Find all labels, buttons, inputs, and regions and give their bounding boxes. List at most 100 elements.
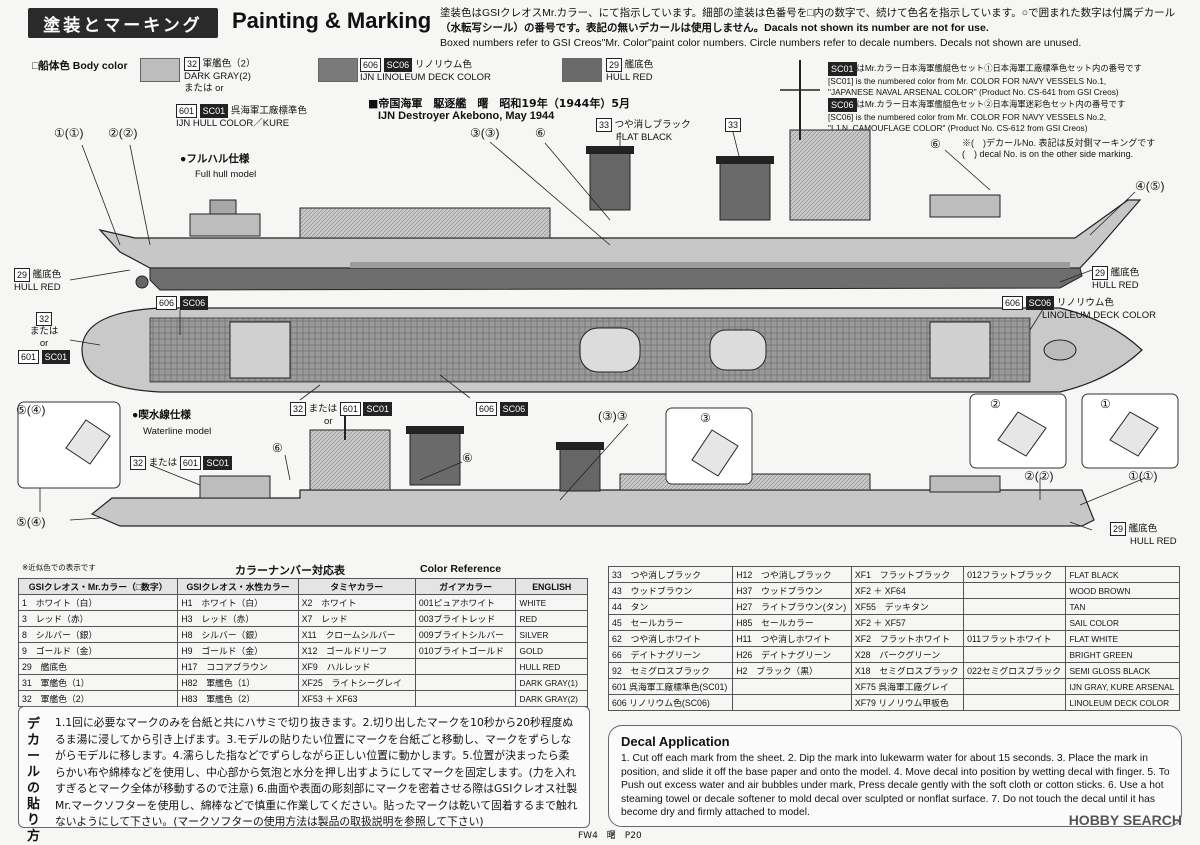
column-header: タミヤカラー	[297, 578, 416, 595]
lino-callout-mid: 606 SC06	[476, 402, 529, 416]
table-cell: H2 ブラック（黒）	[732, 662, 852, 679]
sc-number-box: SC01	[41, 350, 71, 364]
table-cell: SEMI GLOSS BLACK	[1065, 662, 1180, 679]
decal-inset-callouts	[17, 393, 1179, 489]
table-cell	[963, 678, 1067, 695]
table-cell: RED	[515, 610, 588, 627]
rear-turret-top	[229, 321, 291, 379]
table-title-jp: カラーナンバー対応表	[235, 564, 345, 577]
table-cell: 44 タン	[607, 598, 734, 615]
paint-number-box: 606	[156, 296, 178, 310]
table-cell: TAN	[1065, 598, 1180, 615]
decal-callout-6b: ⑥	[930, 137, 941, 151]
table-cell: X18 セミグロスブラック	[850, 662, 965, 679]
sc06-en-2: "I.J.N. CAMOUFLAGE COLOR" (Product No. C…	[828, 122, 1088, 133]
table-cell	[414, 658, 517, 675]
decal-callout-1-wl: ①(①)	[1128, 469, 1158, 483]
table-cell: 33 つや消しブラック	[607, 566, 734, 583]
wl-fore-turret	[199, 475, 271, 499]
wl-rear-turret	[929, 475, 1001, 493]
table-cell: X2 ホワイト	[297, 594, 416, 611]
bow-anchor-deck	[1043, 339, 1077, 361]
paint-number-box: 33	[596, 118, 613, 132]
full-hull-bottom	[149, 267, 1083, 291]
paint-number-box: 33	[725, 118, 742, 132]
wl-fore-funnel-cap	[406, 426, 464, 434]
table-cell: 43 ウッドブラウン	[607, 582, 734, 599]
sc-number-box: SC06	[828, 98, 857, 112]
table-cell: 022セミグロスブラック	[963, 662, 1067, 679]
hull-red-callout-wl: 29 艦底色 HULL RED	[1110, 522, 1177, 548]
fore-funnel-cap	[716, 156, 774, 164]
table-cell: X12 ゴールドリーフ	[297, 642, 416, 659]
paint-number-box: 601	[339, 402, 361, 416]
table-cell: DARK GRAY(2)	[515, 690, 588, 707]
hull-red-label: 29 艦底色 HULL RED	[606, 58, 653, 84]
ship-drawings	[17, 60, 1179, 531]
table-cell: 3 レッド（赤）	[17, 610, 179, 627]
column-header: ENGLISH	[515, 578, 588, 595]
table-cell: 62 つや消しホワイト	[607, 630, 734, 647]
table-cell	[414, 674, 517, 691]
rear-funnel	[589, 149, 631, 211]
table-cell: H12 つや消しブラック	[732, 566, 852, 583]
table-cell: SAIL COLOR	[1065, 614, 1180, 631]
table-cell: H37 ウッドブラウン	[732, 582, 852, 599]
gray-or-kure-callout: 32 または or 601 SC01	[18, 312, 71, 364]
table-cell: 003ブライトレッド	[414, 610, 517, 627]
table-cell: LINOLEUM DECK COLOR	[1065, 694, 1180, 711]
table-title-en: Color Reference	[420, 563, 502, 575]
paint-number-box: 29	[1092, 266, 1109, 280]
or-jp: または	[148, 457, 178, 469]
decal-callout-5b: ⑤(④)	[16, 515, 46, 529]
table-cell: H11 つや消しホワイト	[732, 630, 852, 647]
decal-note-jp: ※( )デカールNo. 表記は反対側マーキングです	[962, 138, 1156, 148]
table-cell: H85 セールカラー	[732, 614, 852, 631]
dark-gray-jp: 軍艦色（2）	[202, 58, 256, 70]
table-cell: XF79 リノリウム甲板色	[850, 694, 965, 711]
waterline-hull	[90, 489, 1095, 527]
paint-number-box: 601	[18, 350, 40, 364]
funnel-top-1	[579, 327, 641, 373]
table-cell: H17 ココアブラウン	[177, 658, 299, 675]
dark-gray-en: DARK GRAY(2)	[184, 71, 251, 82]
inset-decal-shape	[691, 429, 739, 477]
wl-rear-funnel	[559, 445, 601, 492]
table-cell	[732, 678, 852, 695]
table-cell: WOOD BROWN	[1065, 582, 1180, 599]
kure-jp: 呉海軍工廠標準色	[230, 105, 307, 117]
sc-number-box: SC06	[499, 402, 529, 416]
header-notes: 塗装色はGSIクレオスMr.カラー、にて指示しています。細部の塗装は色番号を□内…	[440, 6, 1190, 51]
hull-red-swatch	[562, 58, 602, 82]
waterline-label-jp: ●喫水線仕様	[132, 409, 191, 421]
decal-callout-6-wl2: ⑥	[462, 451, 473, 465]
gray-or-kure-callout-mid: 32 または 601 SC01 or	[290, 402, 392, 428]
table-cell	[414, 690, 517, 707]
title-jp-badge: 塗装とマーキング	[28, 8, 218, 38]
lino-callout-right: 606 SC06 リノリウム色 LINOLEUM DECK COLOR	[1002, 296, 1156, 322]
table-cell: 31 軍艦色（1）	[17, 674, 179, 691]
table-cell: H26 デイトナグリーン	[732, 646, 852, 663]
flat-black-en: FLAT BLACK	[616, 132, 673, 143]
hull-red-en: HULL RED	[14, 282, 61, 293]
table-cell: H82 軍艦色（1）	[177, 674, 299, 691]
table-cell	[963, 598, 1067, 615]
table-cell: 8 シルバー（銀）	[17, 626, 179, 643]
inset-decal-shape	[997, 411, 1047, 457]
hull-red-jp: 艦底色	[1110, 267, 1140, 279]
table-cell: 92 セミグロスブラック	[607, 662, 734, 679]
table-cell	[963, 646, 1067, 663]
rear-gun-turret	[189, 213, 261, 237]
wl-bridge	[309, 429, 391, 491]
table-cell: 9 ゴールド（金）	[17, 642, 179, 659]
table-cell: XF2 フラットホワイト	[850, 630, 965, 647]
table-cell: XF53 ＋ XF63	[297, 690, 416, 707]
flat-black-label: 33 つや消しブラック FLAT BLACK	[596, 118, 691, 144]
table-cell: 29 艦底色	[17, 658, 179, 675]
table-cell: XF1 フラットブラック	[850, 566, 965, 583]
